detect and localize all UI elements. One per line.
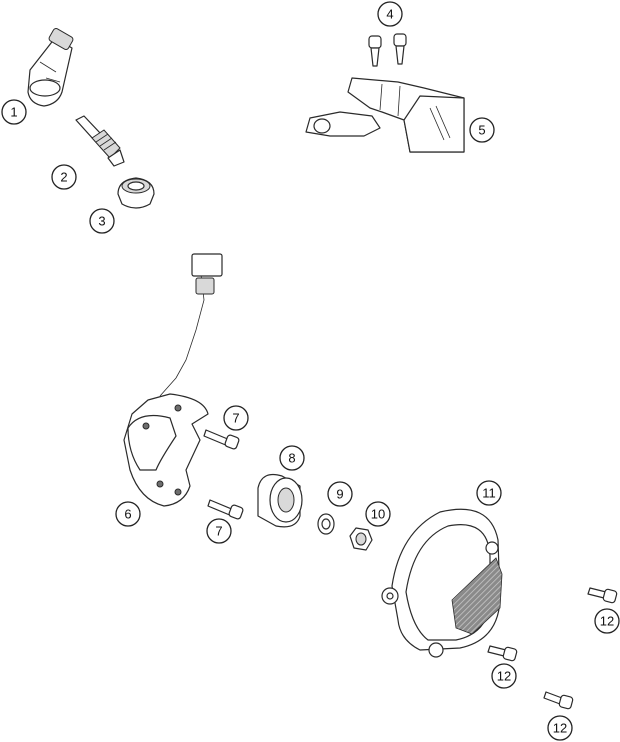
callout-4: 4	[377, 1, 403, 27]
ignition-cover-part[interactable]	[381, 508, 503, 658]
callout-6: 6	[115, 501, 141, 527]
callout-1: 1	[1, 99, 27, 125]
stator-part[interactable]	[123, 253, 223, 507]
spark-plug-part[interactable]	[75, 115, 125, 167]
callout-12c-label: 12	[553, 721, 567, 736]
cover-bolts-part[interactable]	[487, 587, 618, 710]
stator-bolts-part[interactable]	[203, 429, 244, 520]
callout-7a-label: 7	[232, 411, 239, 426]
callout-11: 11	[476, 480, 502, 506]
callout-11-label: 11	[482, 486, 496, 501]
seal-ring-part[interactable]	[117, 177, 155, 209]
callout-4-label: 4	[386, 7, 393, 22]
callout-12a-label: 12	[600, 614, 614, 629]
rotor-part[interactable]	[257, 473, 303, 528]
callout-12b: 12	[491, 663, 517, 689]
ignition-coil-screws-part[interactable]	[368, 33, 407, 67]
callout-1-label: 1	[10, 105, 17, 120]
callout-12c: 12	[547, 715, 573, 741]
callout-6-label: 6	[124, 507, 131, 522]
callout-10-label: 10	[371, 507, 385, 522]
callout-2-label: 2	[60, 170, 67, 185]
spark-plug-connector-part[interactable]	[27, 27, 74, 107]
callout-5: 5	[469, 117, 495, 143]
callout-12a: 12	[594, 608, 620, 634]
callout-12b-label: 12	[497, 669, 511, 684]
callout-2: 2	[51, 164, 77, 190]
callout-9: 9	[327, 481, 353, 507]
callout-3-label: 3	[98, 214, 105, 229]
washer-part[interactable]	[317, 513, 335, 535]
callout-10: 10	[365, 501, 391, 527]
callout-7b-label: 7	[215, 524, 222, 539]
ignition-coil-part[interactable]	[305, 77, 465, 153]
callout-9-label: 9	[336, 487, 343, 502]
callout-7a: 7	[223, 405, 249, 431]
callout-5-label: 5	[478, 123, 485, 138]
callout-8: 8	[279, 445, 305, 471]
nut-part[interactable]	[349, 527, 373, 551]
callout-7b: 7	[206, 518, 232, 544]
callout-8-label: 8	[288, 451, 295, 466]
callout-3: 3	[89, 208, 115, 234]
